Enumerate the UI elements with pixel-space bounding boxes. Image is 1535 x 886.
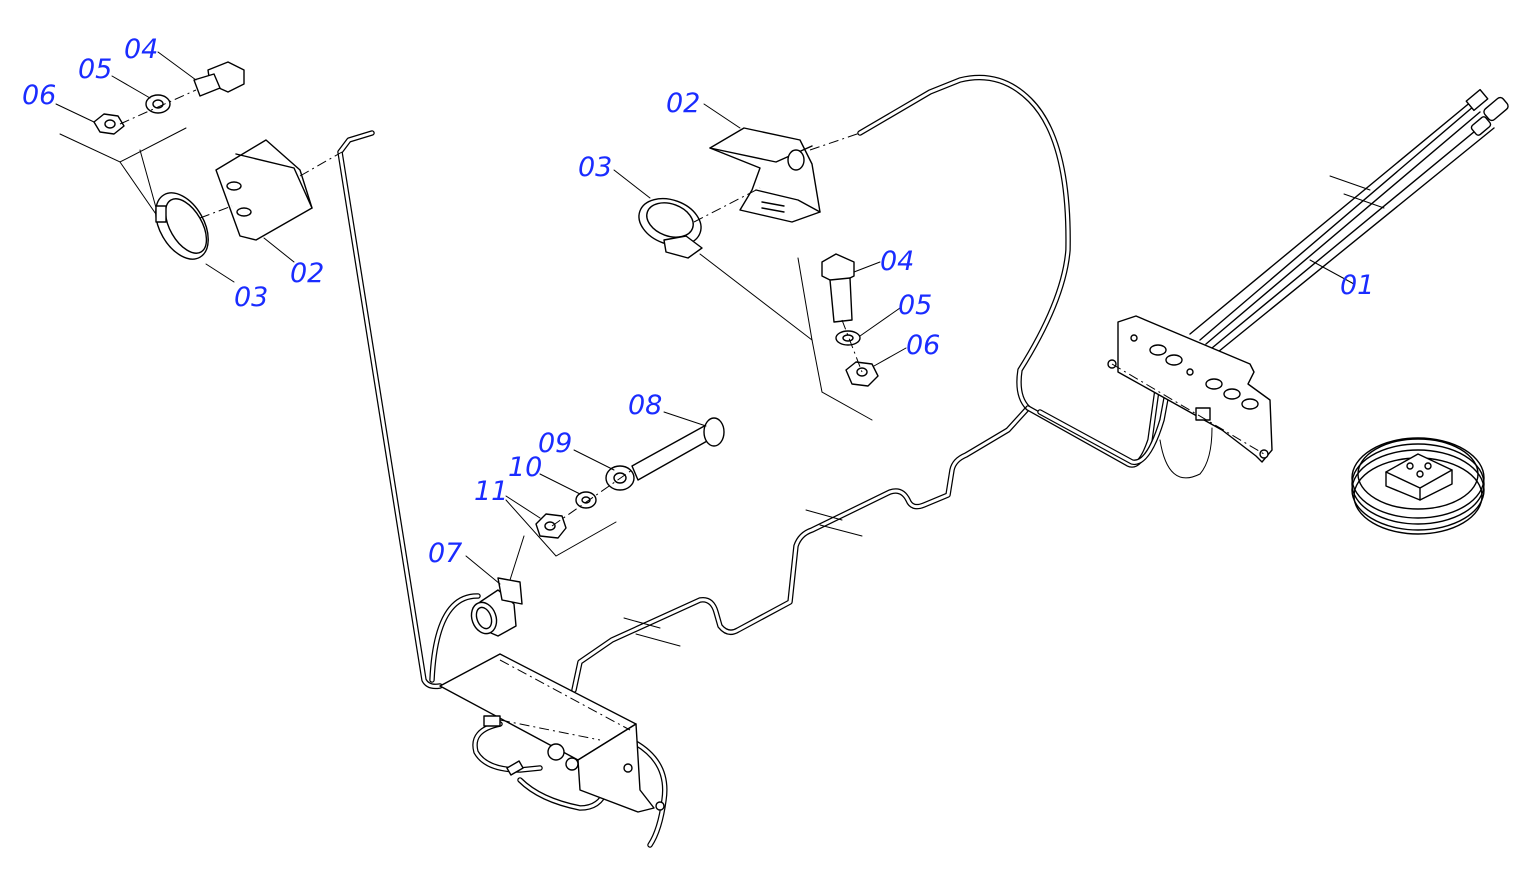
- wire-harness: [337, 74, 1385, 848]
- cable-assembly: [1189, 88, 1509, 353]
- label-07: 07: [428, 538, 462, 569]
- top-center-lamp-group: [638, 127, 879, 421]
- center-bolt-group: [505, 417, 725, 581]
- label-05-top-center: 05: [898, 290, 932, 321]
- label-03-top-left: 03: [234, 282, 268, 313]
- label-08: 08: [628, 390, 662, 421]
- lower-bracket: [439, 653, 665, 813]
- top-left-lamp-group: [59, 61, 343, 260]
- label-06-top-center: 06: [906, 330, 940, 361]
- mounting-plate: [1107, 315, 1273, 463]
- label-10: 10: [508, 452, 542, 483]
- label-02-top-center: 02: [666, 88, 700, 119]
- coiled-cable: [1351, 437, 1485, 535]
- label-11: 11: [474, 476, 508, 507]
- label-09: 09: [538, 428, 572, 459]
- label-04-top-left: 04: [124, 34, 158, 65]
- label-02-top-left: 02: [290, 258, 324, 289]
- part-labels: 06 05 04 03 02 02 03 04 05 06 08 09 10 1…: [22, 34, 1374, 569]
- label-03-top-center: 03: [578, 152, 612, 183]
- label-05-top-left: 05: [78, 54, 112, 85]
- label-01: 01: [1340, 270, 1374, 301]
- lower-lamp: [470, 577, 523, 637]
- label-04-top-center: 04: [880, 246, 914, 277]
- label-06-top-left: 06: [22, 80, 56, 111]
- leader-lines: [55, 51, 1355, 585]
